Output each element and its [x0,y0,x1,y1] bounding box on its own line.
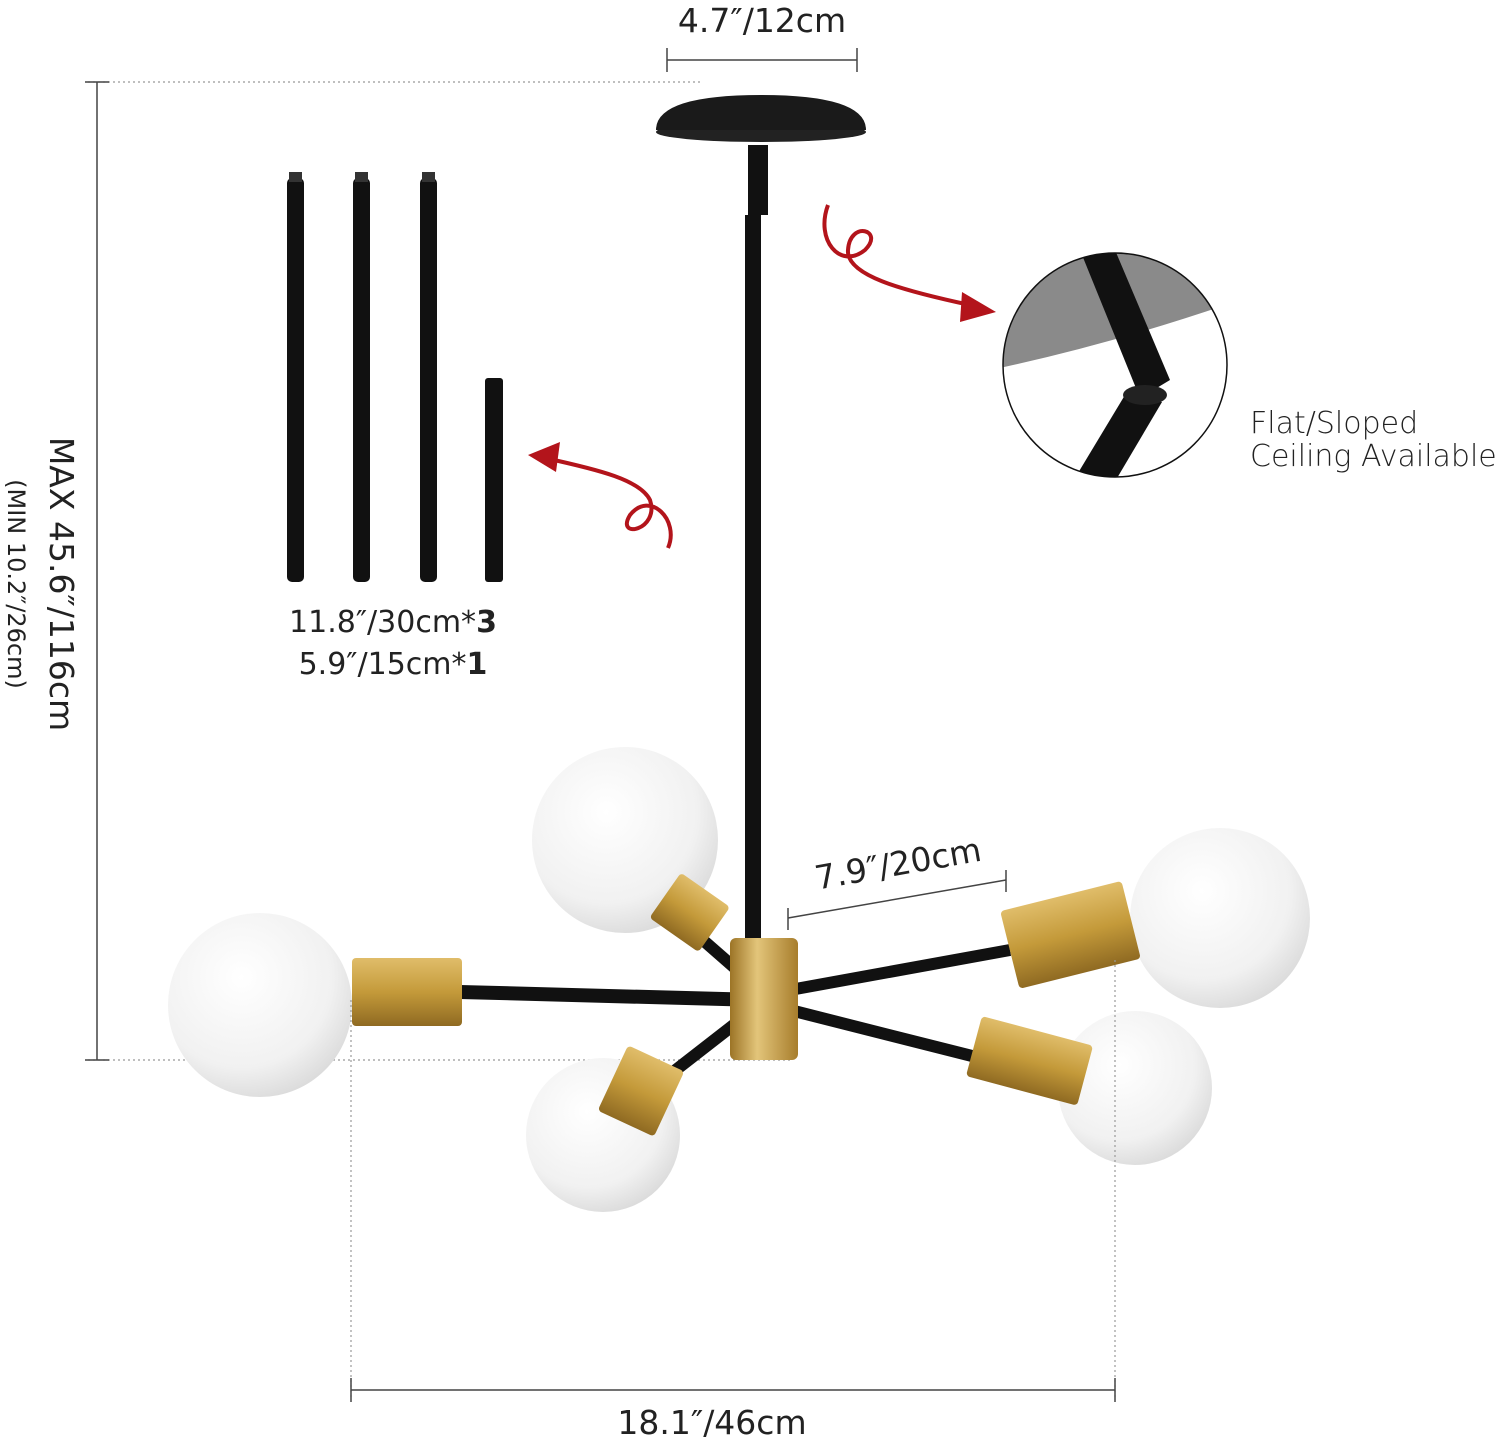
arm-length-label: 7.9″/20cm [812,830,984,898]
chandelier [168,95,1310,1212]
arrowhead-right-icon [960,292,996,322]
sloped-ceiling-detail: Flat/Sloped Ceiling Available [1002,252,1497,478]
long-rod-label: 11.8″/30cm*3 [289,605,497,640]
total-width-dimension: 18.1″/46cm [350,960,1116,1442]
canopy-width-label: 4.7″/12cm [678,1,846,40]
arrow-to-rods-icon [544,456,673,549]
arm-length-dimension: 7.9″/20cm [787,830,1007,930]
arrowhead-left-icon [528,442,560,472]
arrow-to-ceiling-detail-icon [822,204,971,307]
short-rod-label: 5.9″/15cm*1 [299,647,488,682]
total-width-label: 18.1″/46cm [617,1403,806,1442]
canopy-width-dimension: 4.7″/12cm [666,1,858,72]
height-dimension: MAX 45.6″/116cm (MIN 10.2″/26cm) [2,81,790,1061]
min-height-label: (MIN 10.2″/26cm) [2,479,30,689]
max-height-label: MAX 45.6″/116cm [42,437,81,731]
ceiling-note-line1: Flat/Sloped [1250,406,1418,441]
ceiling-note-line2: Ceiling Available [1250,439,1497,474]
extension-rods: 11.8″/30cm*3 5.9″/15cm*1 [287,172,503,682]
